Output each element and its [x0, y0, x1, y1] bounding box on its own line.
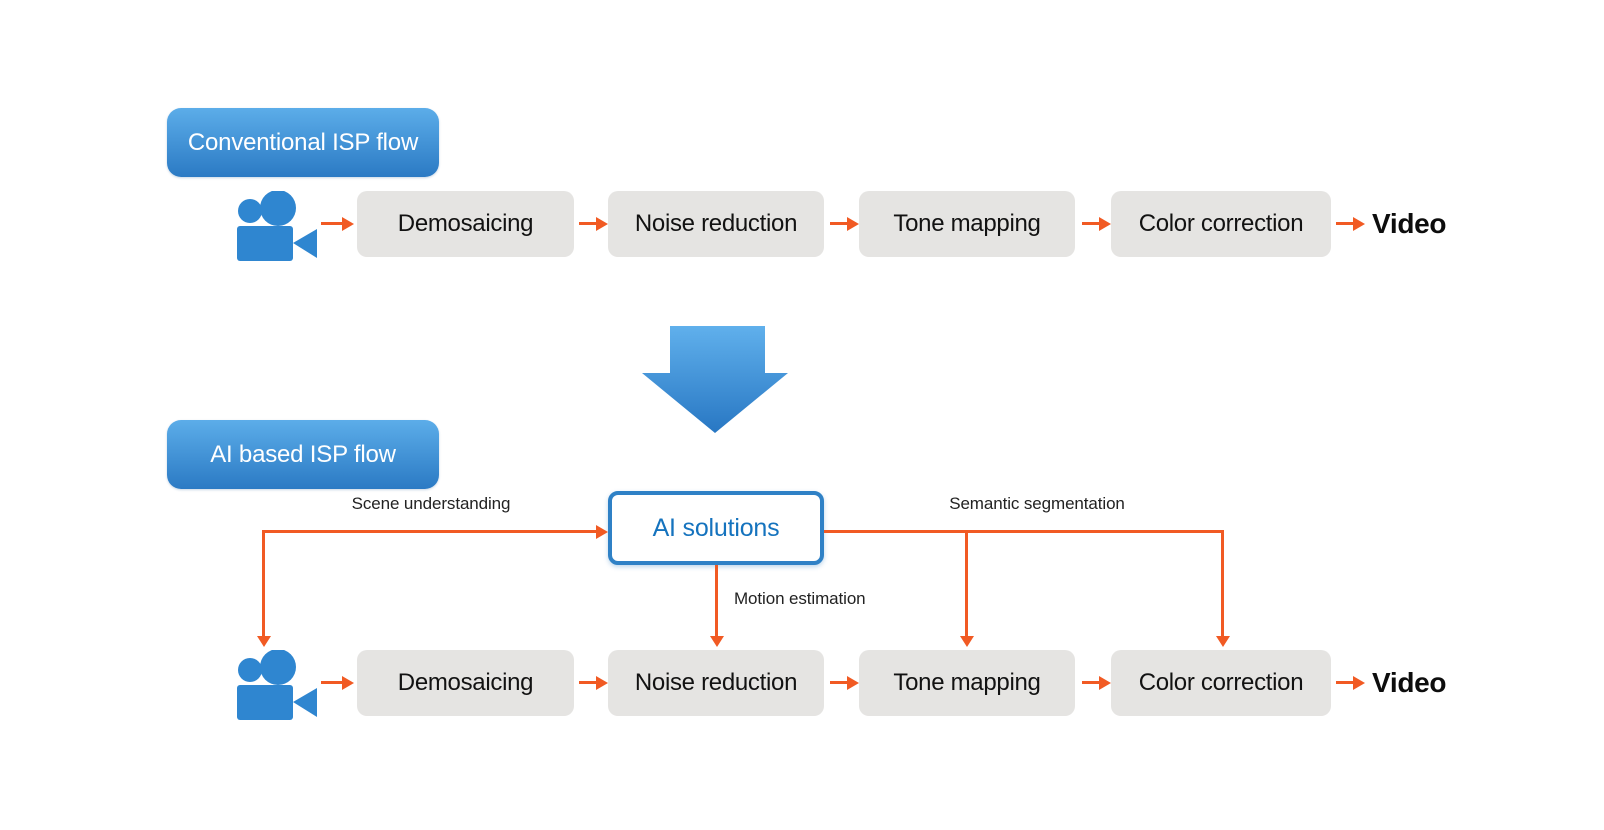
stage-box-color-correction: Color correction — [1111, 191, 1331, 257]
video-output-label: Video — [1372, 208, 1447, 239]
stage-box-tone-mapping: Tone mapping — [859, 191, 1075, 257]
arrow-to-color-correction — [1215, 530, 1230, 647]
arrow-to-tone-mapping — [959, 530, 974, 647]
scene-understanding-label: Scene understanding — [351, 494, 511, 513]
stage-box-demosaicing: Demosaicing — [357, 650, 574, 716]
arrow-demosaicing-to-noise — [579, 675, 608, 690]
arrow-demosaicing-to-noise — [579, 216, 608, 231]
video-output-label: Video — [1372, 667, 1447, 698]
arrow-to-camera — [256, 530, 271, 647]
video-camera-icon — [237, 650, 317, 720]
arrow-noise-to-tone — [830, 675, 859, 690]
stage-box-noise-reduction: Noise reduction — [608, 650, 824, 716]
semantic-segmentation-line — [824, 530, 1224, 533]
motion-estimation-label: Motion estimation — [734, 589, 866, 608]
arrow-tone-to-color — [1082, 675, 1111, 690]
arrow-tone-to-color — [1082, 216, 1111, 231]
stage-box-tone-mapping: Tone mapping — [859, 650, 1075, 716]
stage-box-noise-reduction: Noise reduction — [608, 191, 824, 257]
semantic-segmentation-label: Semantic segmentation — [949, 494, 1125, 513]
video-camera-icon — [237, 191, 317, 261]
stage-box-color-correction: Color correction — [1111, 650, 1331, 716]
arrow-color-to-video — [1336, 216, 1365, 231]
arrow-noise-to-tone — [830, 216, 859, 231]
arrow-scene-understanding — [262, 524, 608, 539]
ai-solutions-box: AI solutions — [608, 491, 824, 565]
conventional-flow-title: Conventional ISP flow — [167, 108, 439, 177]
ai-flow-title: AI based ISP flow — [167, 420, 439, 489]
arrow-camera-to-demosaicing — [321, 216, 354, 231]
arrow-camera-to-demosaicing — [321, 675, 354, 690]
stage-box-demosaicing: Demosaicing — [357, 191, 574, 257]
arrow-motion-estimation — [709, 565, 724, 647]
arrow-color-to-video — [1336, 675, 1365, 690]
big-down-arrow-icon — [642, 326, 788, 433]
